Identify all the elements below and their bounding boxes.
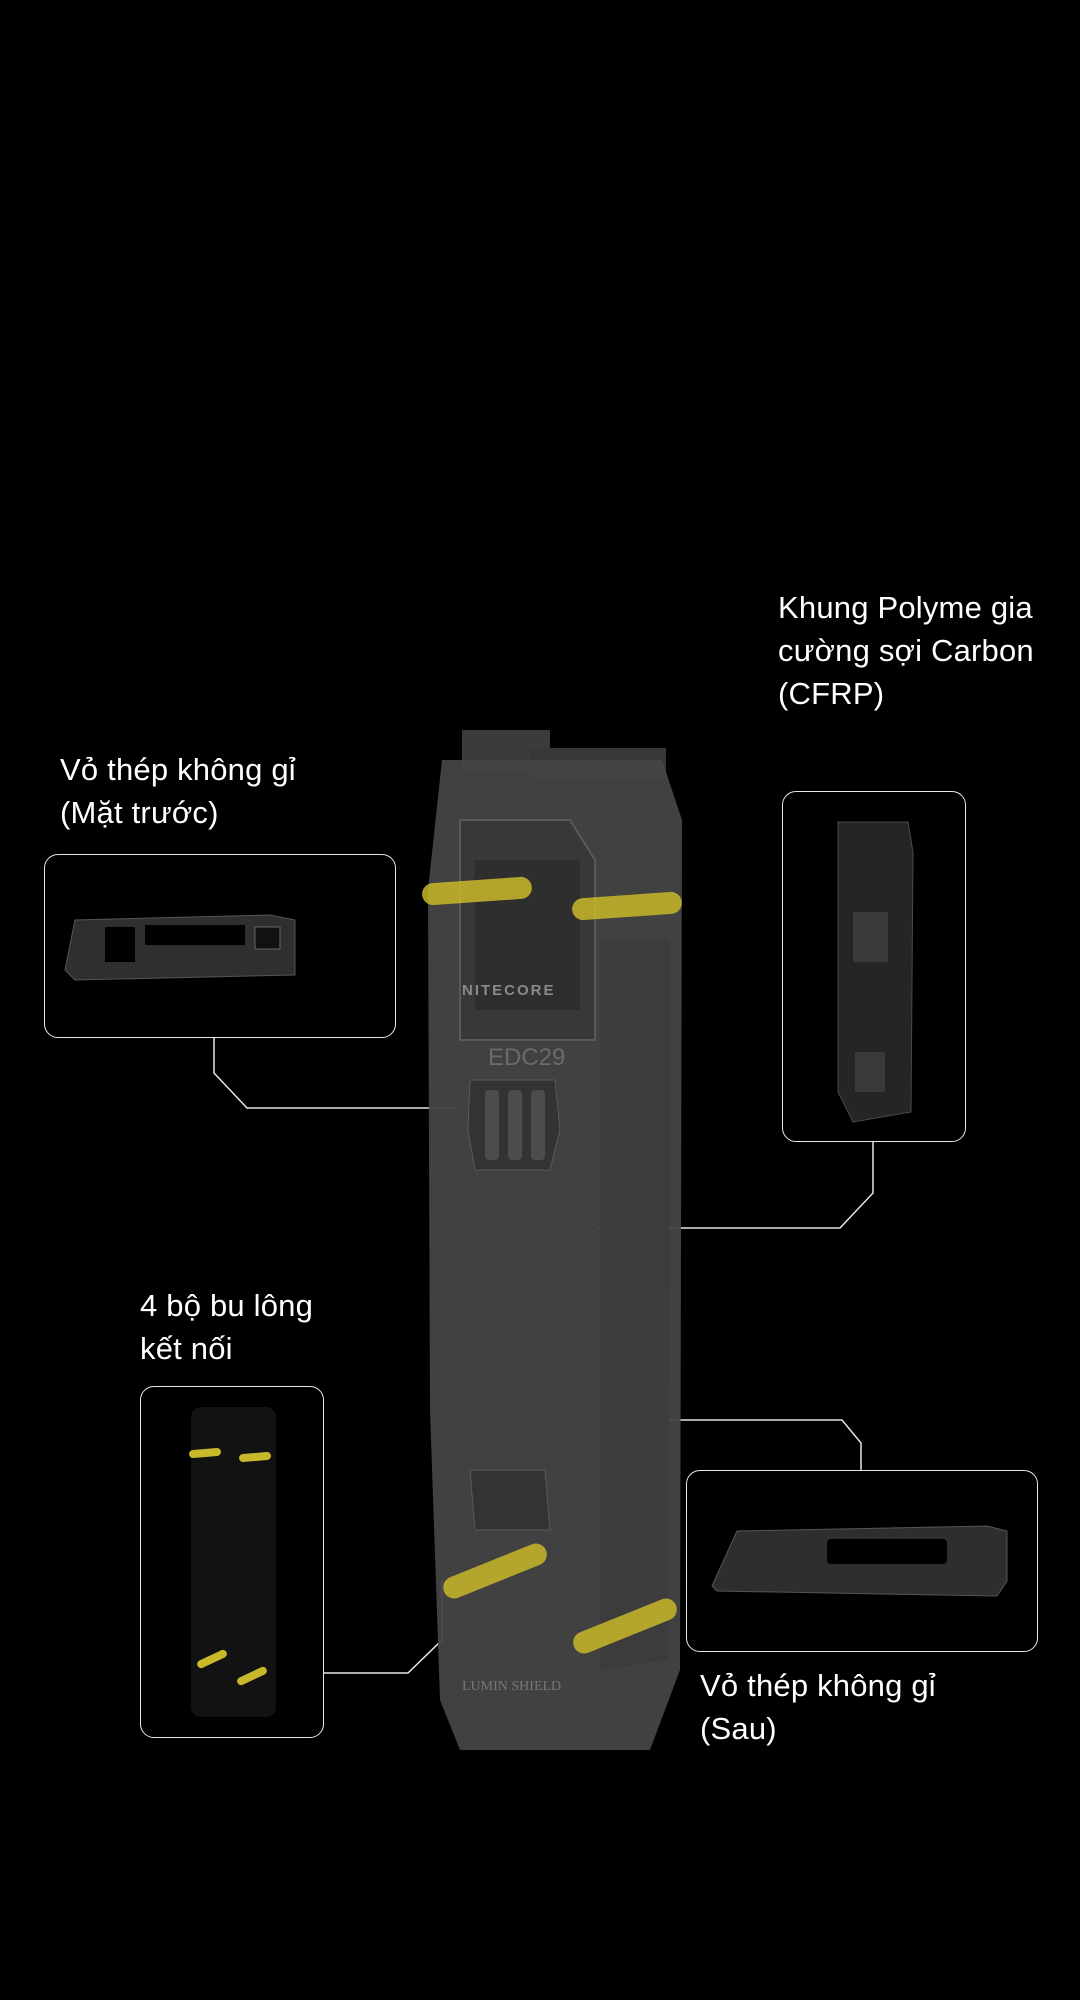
connector-front-shell [213, 1036, 455, 1109]
label-line: (CFRP) [778, 676, 885, 711]
label-line: cường sợi Carbon [778, 633, 1034, 668]
shield-logo: LUMIN SHIELD [462, 1679, 561, 1694]
label-front-shell: Vỏ thép không gỉ (Mặt trước) [60, 748, 296, 834]
model-text: EDC29 [488, 1044, 565, 1071]
frame-image-box [782, 791, 966, 1142]
front-shell-image [64, 914, 296, 981]
frame-image [837, 821, 914, 1123]
label-line: Vỏ thép không gỉ [700, 1668, 936, 1703]
bolts-image-box [140, 1386, 324, 1738]
label-back-shell: Vỏ thép không gỉ (Sau) [700, 1664, 936, 1750]
connector-back-shell [660, 1419, 862, 1470]
back-shell-image [711, 1525, 1008, 1597]
bolts-icon [422, 876, 682, 1654]
label-bolts: 4 bộ bu lông kết nối [140, 1284, 313, 1370]
brand-logo-text: NITECORE [462, 982, 556, 999]
connector-frame [598, 1140, 874, 1229]
back-shell-image-box [686, 1470, 1038, 1652]
front-shell-image-box [44, 854, 396, 1038]
edc29-device-image: NITECORE EDC29 LUMIN SHIELD [422, 730, 682, 1750]
label-frame: Khung Polyme gia cường sợi Carbon (CFRP) [778, 586, 1034, 715]
bolts-image [189, 1407, 276, 1717]
label-line: kết nối [140, 1331, 233, 1366]
label-line: (Mặt trước) [60, 795, 219, 830]
label-line: Vỏ thép không gỉ [60, 752, 296, 787]
label-line: Khung Polyme gia [778, 590, 1033, 625]
label-line: 4 bộ bu lông [140, 1288, 314, 1323]
label-line: (Sau) [700, 1711, 777, 1746]
